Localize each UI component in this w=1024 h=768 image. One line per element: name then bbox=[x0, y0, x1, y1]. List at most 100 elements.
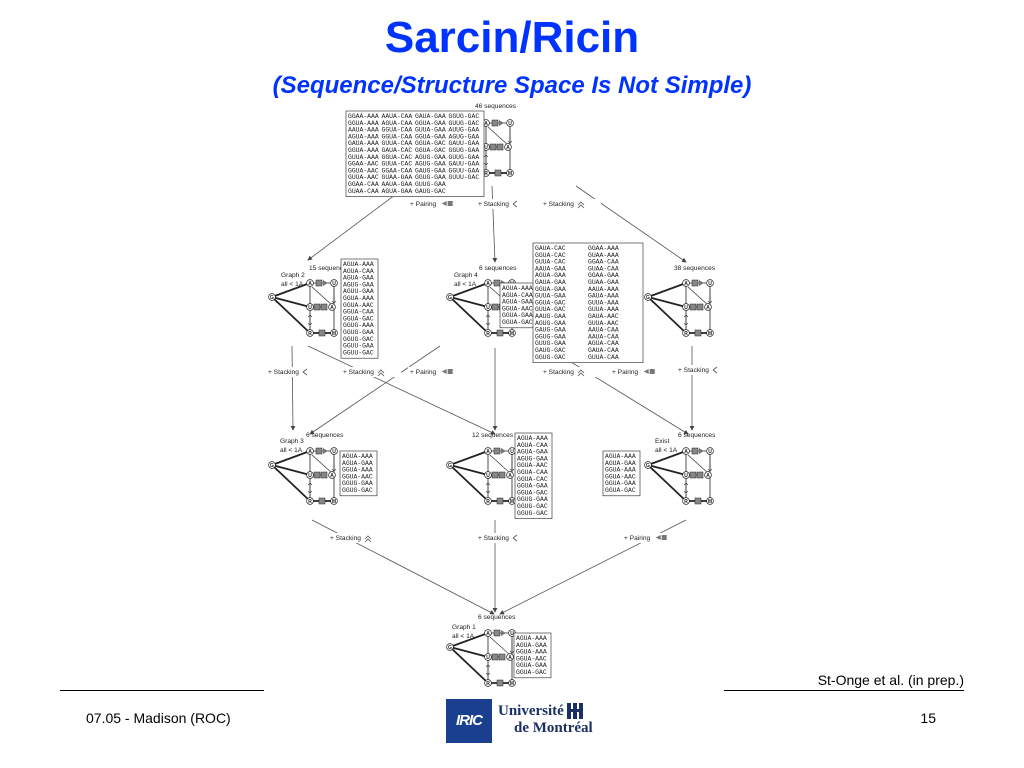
stacking-double-chevron-icon bbox=[377, 369, 385, 377]
sequence-entry: GGUA-AAC bbox=[502, 305, 533, 312]
sequence-count: 12 sequences bbox=[472, 432, 514, 439]
sequence-entry: GGUA-AAC bbox=[342, 473, 373, 480]
nucleotide-square bbox=[494, 169, 502, 177]
pairing-icon bbox=[441, 369, 453, 374]
iric-logo-mark: IRIC bbox=[446, 699, 492, 743]
sequence-entry: GGUG-AAA bbox=[343, 322, 374, 329]
nucleotide-r-letter: R bbox=[484, 171, 488, 177]
nucleotide-r-letter: R bbox=[308, 499, 312, 505]
nucleotide-g bbox=[446, 293, 454, 301]
nucleotide-m bbox=[508, 329, 516, 337]
sequence-entry: GUUA-GAC bbox=[535, 306, 566, 313]
sequence-entry: GGAA-CAA bbox=[348, 181, 379, 188]
nucleotide-square bbox=[696, 471, 704, 479]
sequence-entry: GAUA-AAA bbox=[588, 293, 619, 300]
sequence-entry: GAUA-GAA bbox=[415, 113, 446, 120]
sequence-entry: GGUG-GAA bbox=[535, 333, 566, 340]
stacking-l-icon bbox=[712, 366, 718, 374]
nucleotide-a bbox=[704, 471, 712, 479]
sequence-entry: GGUA-GAC bbox=[517, 489, 548, 496]
sequence-entry: GGAA-CAA bbox=[588, 259, 619, 266]
sequence-entry: GGUA-CAC bbox=[535, 252, 566, 259]
nucleotide-square bbox=[491, 653, 499, 661]
sequence-entry: GUUA-AAC bbox=[588, 320, 619, 327]
nucleotide-r-letter: R bbox=[486, 681, 490, 687]
slide-number: 15 bbox=[920, 710, 936, 726]
nucleotide-u bbox=[484, 471, 492, 479]
nucleotide-u-letter: U bbox=[308, 473, 312, 479]
sequence-entry: GAUA-AAC bbox=[588, 313, 619, 320]
nucleotide-u-letter: U bbox=[484, 145, 488, 151]
nucleotide-square bbox=[496, 143, 504, 151]
sequence-entry: AGUG-GAA bbox=[535, 320, 566, 327]
sequence-entry: GGUG-GAA bbox=[343, 329, 374, 336]
sequence-entry: GGUG-GAA bbox=[415, 174, 446, 181]
nucleotide-square bbox=[493, 279, 501, 287]
sequence-entry: GUAA-GAA bbox=[382, 174, 413, 181]
nucleotide-square bbox=[691, 279, 699, 287]
sequence-entry: GGUA-AAC bbox=[348, 167, 379, 174]
rmsd-label: all < 1A bbox=[452, 633, 475, 640]
sequence-entry: GAUG-GAA bbox=[415, 167, 446, 174]
sequence-entry: GUAA-GAA bbox=[588, 279, 619, 286]
sequence-entry: AGUG-GAA bbox=[449, 133, 480, 140]
nucleotide-a bbox=[328, 471, 336, 479]
nucleotide-r-letter: R bbox=[684, 499, 688, 505]
nucleotide-r bbox=[682, 329, 690, 337]
nucleotide-a bbox=[506, 471, 514, 479]
edge-label: + Stacking bbox=[541, 367, 601, 377]
nucleotide-u bbox=[682, 303, 690, 311]
sequence-entry: AAUA-CAA bbox=[382, 113, 413, 120]
sequence-entry: GGUA-GAA bbox=[517, 483, 548, 490]
sequence-entry: GUUA-AAA bbox=[348, 154, 379, 161]
sequence-entry: GGUG-GAC bbox=[449, 113, 480, 120]
sequence-entry: GGUG-GAC bbox=[342, 487, 373, 494]
sequence-entry: AAUA-GAA bbox=[382, 181, 413, 188]
transition-arrow bbox=[491, 185, 498, 263]
edge-label-text: + Stacking bbox=[268, 369, 299, 376]
stacking-double-chevron-icon bbox=[577, 369, 585, 377]
sequence-entry: GUUA-AAA bbox=[588, 299, 619, 306]
sequence-entry: GUUG-GAA bbox=[449, 154, 480, 161]
sequence-entry: GGUA-GAC bbox=[415, 147, 446, 154]
nucleotide-a bbox=[484, 629, 492, 637]
sequence-entry: AGUA-GAA bbox=[516, 642, 547, 649]
sequence-entry: GGAA-AAC bbox=[348, 161, 379, 168]
nucleotide-g-letter: G bbox=[270, 295, 274, 301]
nucleotide-a bbox=[506, 653, 514, 661]
nucleotide-u-letter: U bbox=[332, 449, 336, 455]
nucleotide-square bbox=[696, 303, 704, 311]
nucleotide-square bbox=[498, 471, 506, 479]
sequence-entry: AAUA-CAA bbox=[588, 327, 619, 334]
sequence-entry: GGUA-CAA bbox=[382, 133, 413, 140]
nucleotide-u bbox=[706, 447, 714, 455]
nucleotide-square bbox=[318, 497, 326, 505]
nucleotide-r bbox=[484, 329, 492, 337]
sequence-entry: GGUG-GAC bbox=[343, 336, 374, 343]
nucleotide-u-letter: U bbox=[486, 305, 490, 311]
graph-label: Graph 3 bbox=[280, 438, 304, 445]
nucleotide-r bbox=[306, 497, 314, 505]
nucleotide-g bbox=[644, 293, 652, 301]
sequence-entry: GGUG-GAA bbox=[449, 147, 480, 154]
sequence-entry: GUUA-GAA bbox=[415, 127, 446, 134]
sequence-entry: GAUG-GAC bbox=[415, 188, 446, 195]
sequence-entry: AGUA-CAA bbox=[382, 120, 413, 127]
nucleotide-u-letter: U bbox=[486, 473, 490, 479]
transition-arrow bbox=[575, 185, 687, 263]
footer-presentation-info: 07.05 - Madison (ROC) bbox=[86, 710, 231, 726]
nucleotide-r-letter: R bbox=[486, 331, 490, 337]
nucleotide-u-letter: U bbox=[510, 449, 514, 455]
nucleotide-a bbox=[682, 447, 690, 455]
sequence-entry: AAUA-AAA bbox=[588, 286, 619, 293]
sequence-entry: AAUG-GAA bbox=[535, 313, 566, 320]
sequence-table: AGUA-AAAAGUA-CAAAGUA-GAAGGUA-AACGGUA-GAA… bbox=[499, 282, 538, 329]
nucleotide-r bbox=[306, 329, 314, 337]
nucleotide-m bbox=[506, 169, 514, 177]
nucleotide-a-letter: A bbox=[308, 281, 312, 287]
sequence-entry: GGAA-AAA bbox=[588, 245, 619, 252]
nucleotide-m-letter: M bbox=[510, 331, 514, 337]
